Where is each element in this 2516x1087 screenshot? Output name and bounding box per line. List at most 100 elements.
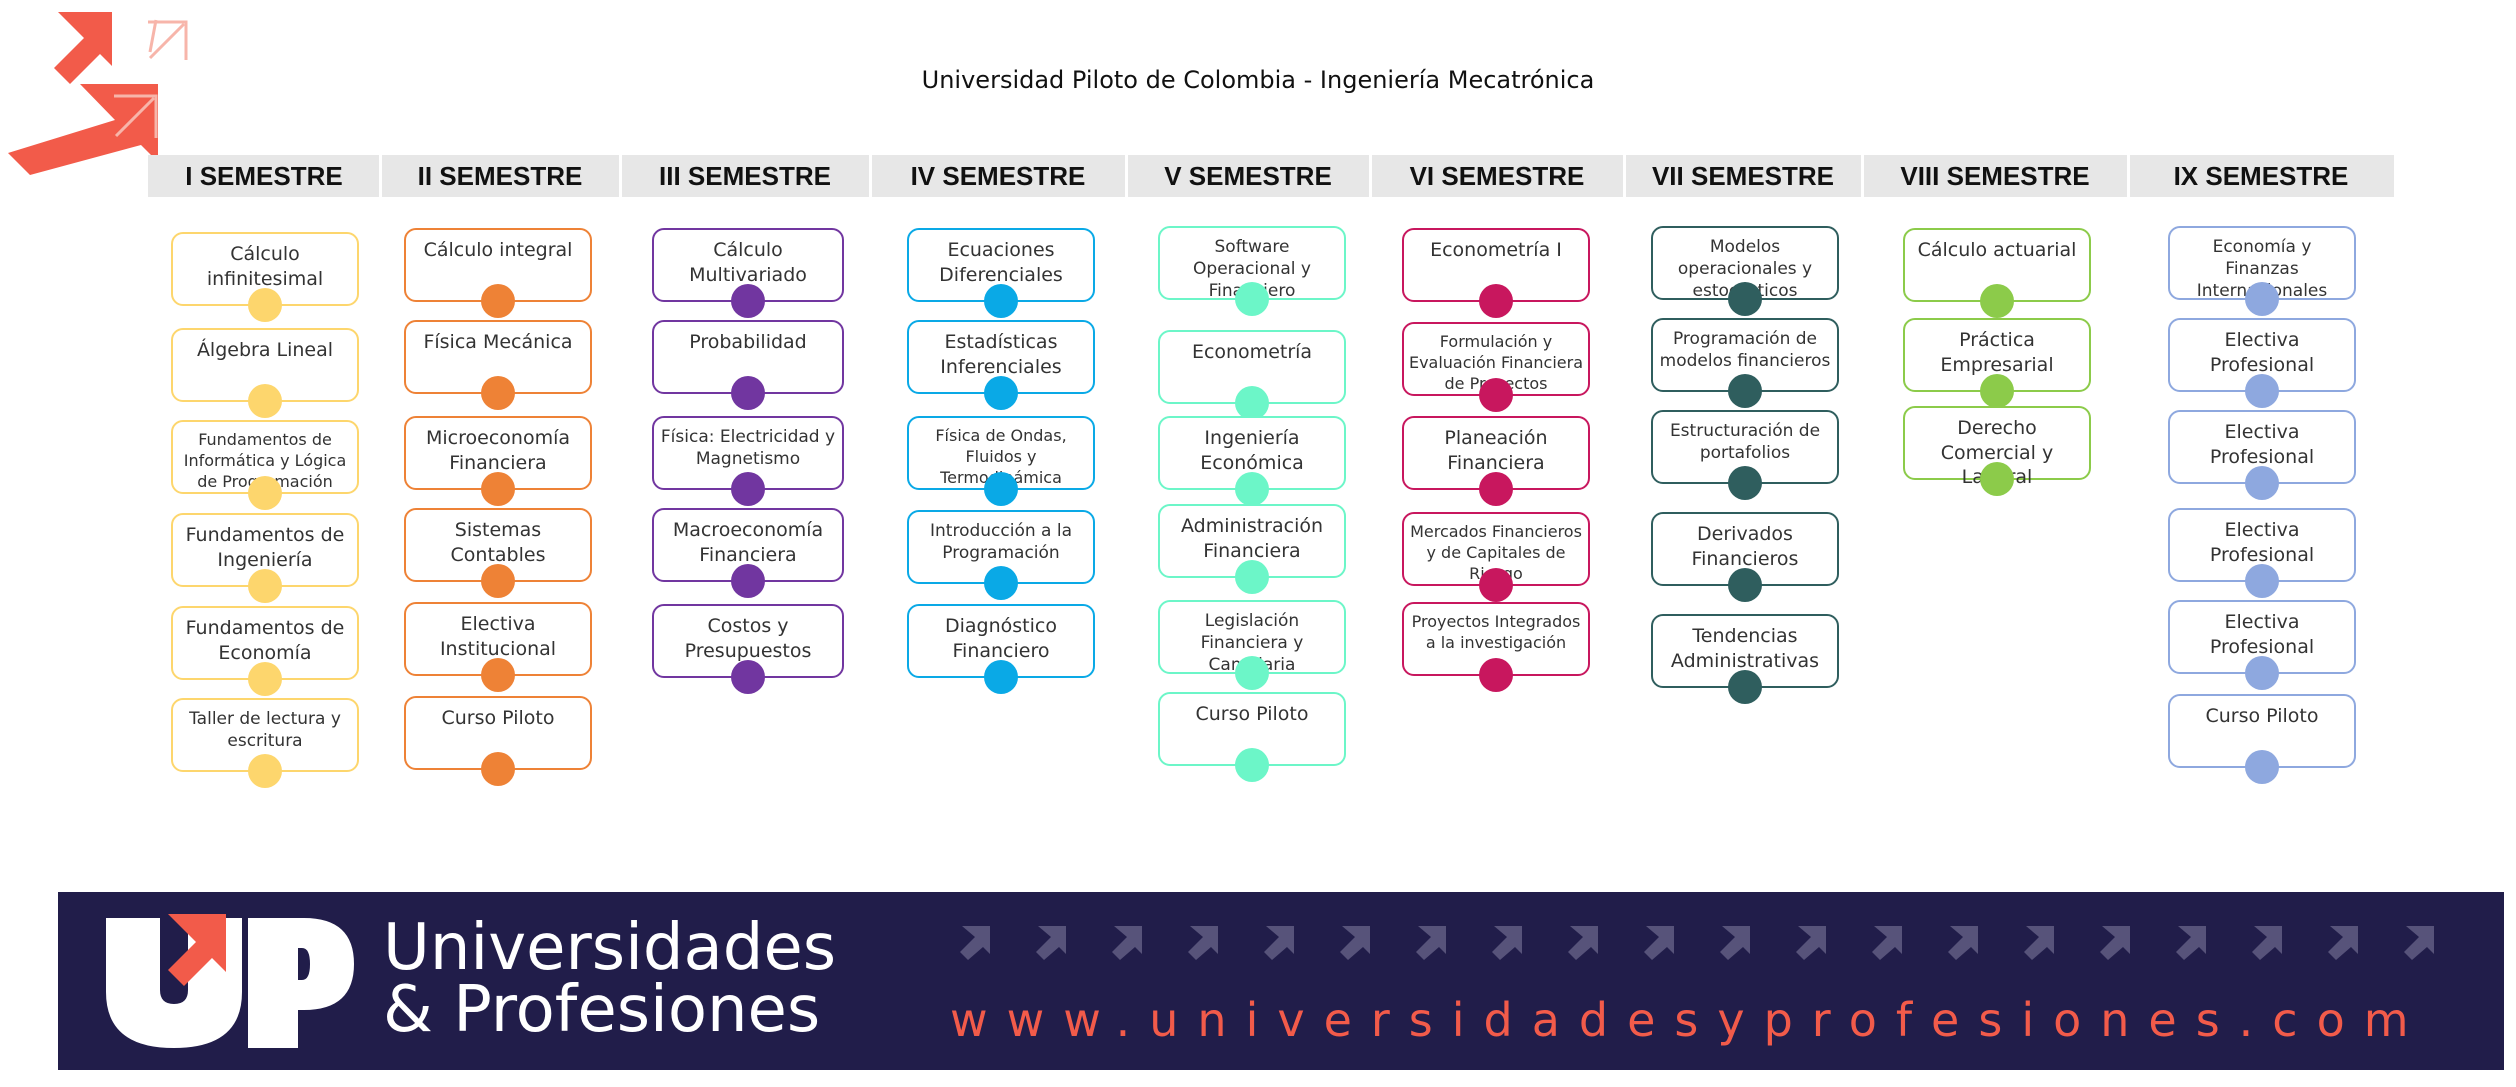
course-box: Taller de lectura y escritura [171, 698, 359, 788]
course-box: Costos y Presupuestos [652, 604, 844, 694]
course-connector-dot [481, 752, 515, 786]
semester-header: V SEMESTRE [1164, 161, 1332, 191]
course-name: Cálculo actuarial [1917, 239, 2077, 261]
brand-name-line2: & Profesiones [383, 973, 821, 1047]
course-box: Electiva Profesional [2168, 600, 2356, 690]
course-name: Electiva Profesional [2209, 611, 2315, 658]
course-box: Sistemas Contables [404, 508, 592, 598]
course-name: Cálculo integral [423, 239, 573, 261]
course-name: Curso Piloto [441, 707, 555, 729]
banner-arrow-icon [1340, 926, 1370, 960]
course-name: Electiva Profesional [2209, 519, 2315, 566]
course-name: Programación de modelos financieros [1659, 329, 1831, 372]
course-connector-dot [1235, 748, 1269, 782]
course-box: Curso Piloto [2168, 694, 2356, 784]
course-connector-dot [984, 660, 1018, 694]
course-name: Curso Piloto [2205, 705, 2319, 727]
course-box: Cálculo integral [404, 228, 592, 318]
course-connector-dot [984, 376, 1018, 410]
semester-header: VII SEMESTRE [1651, 161, 1835, 191]
banner-arrow-icon [1416, 926, 1446, 960]
header-divider [1369, 155, 1372, 197]
course-connector-dot [248, 476, 282, 510]
header-divider [2127, 155, 2130, 197]
course-connector-dot [248, 662, 282, 696]
course-name: Electiva Profesional [2209, 421, 2315, 468]
course-box: Fundamentos de Informática y Lógica de P… [171, 420, 359, 510]
course-connector-dot [1728, 282, 1762, 316]
banner-arrow-icon [1796, 926, 1826, 960]
course-connector-dot [984, 284, 1018, 318]
banner-arrow-icon [2024, 926, 2054, 960]
course-connector-dot [2245, 564, 2279, 598]
course-box: Electiva Profesional [2168, 508, 2356, 598]
course-name: Electiva Institucional [439, 613, 557, 660]
course-box: Legislación Financiera y Cambiaria [1158, 600, 1346, 690]
course-name: Introducción a la Programación [930, 521, 1072, 564]
course-connector-dot [1728, 466, 1762, 500]
course-connector-dot [2245, 656, 2279, 690]
course-name: Cálculo infinitesimal [206, 243, 324, 290]
course-name: Fundamentos de Economía [185, 617, 345, 664]
semester-header: III SEMESTRE [659, 161, 831, 191]
course-connector-dot [2245, 750, 2279, 784]
course-box: Microeconomía Financiera [404, 416, 592, 506]
semester-header: IV SEMESTRE [910, 161, 1086, 191]
course-box: Software Operacional y Financiero [1158, 226, 1346, 316]
course-connector-dot [2245, 374, 2279, 408]
course-name: Econometría I [1430, 239, 1562, 261]
course-connector-dot [481, 658, 515, 692]
course-box: Probabilidad [652, 320, 844, 410]
course-box: Administración Financiera [1158, 504, 1346, 594]
course-name: Mercados Financieros y de Capitales de R… [1410, 522, 1582, 583]
course-connector-dot [1235, 560, 1269, 594]
website-url[interactable]: www.universidadesyprofesiones.com [950, 993, 2428, 1047]
course-connector-dot [248, 384, 282, 418]
course-connector-dot [1235, 656, 1269, 690]
course-connector-dot [731, 564, 765, 598]
course-box: Electiva Profesional [2168, 410, 2356, 500]
course-box: Curso Piloto [1158, 692, 1346, 782]
course-name: Econometría [1191, 341, 1313, 363]
course-box: Física Mecánica [404, 320, 592, 410]
course-box: Fundamentos de Ingeniería [171, 513, 359, 603]
header-divider [1861, 155, 1864, 197]
course-box: Modelos operacionales y estocásticos [1651, 226, 1839, 316]
course-connector-dot [248, 288, 282, 322]
course-name: Planeación Financiera [1444, 427, 1548, 474]
course-connector-dot [731, 376, 765, 410]
course-box: Cálculo Multivariado [652, 228, 844, 318]
course-box: Cálculo actuarial [1903, 228, 2091, 318]
semester-header: II SEMESTRE [417, 161, 583, 191]
banner-arrow-icon [2100, 926, 2130, 960]
course-connector-dot [1980, 462, 2014, 496]
course-name: Modelos operacionales y estocásticos [1677, 237, 1813, 301]
course-box: Formulación y Evaluación Financiera de P… [1402, 322, 1590, 412]
course-connector-dot [248, 569, 282, 603]
course-name: Cálculo Multivariado [689, 239, 807, 286]
course-box: Fundamentos de Economía [171, 606, 359, 696]
course-name: Fundamentos de Ingeniería [185, 524, 345, 571]
course-box: Mercados Financieros y de Capitales de R… [1402, 512, 1590, 602]
banner-arrow-icon [1188, 926, 1218, 960]
semester-header-bar [148, 155, 2394, 197]
course-name: Física Mecánica [423, 331, 573, 353]
banner-arrow-icon [1948, 926, 1978, 960]
course-connector-dot [984, 472, 1018, 506]
course-box: Tendencias Administrativas [1651, 614, 1839, 704]
course-box: Proyectos Integrados a la investigación [1402, 602, 1590, 692]
brand-name-line1: Universidades [383, 911, 837, 985]
course-connector-dot [1479, 378, 1513, 412]
course-name: Práctica Empresarial [1940, 329, 2054, 376]
banner-arrow-icon [2328, 926, 2358, 960]
course-box: Estructuración de portafolios [1651, 410, 1839, 500]
course-name: Física: Electricidad y Magnetismo [660, 427, 836, 470]
course-name: Álgebra Lineal [196, 339, 334, 361]
banner-arrow-icon [1492, 926, 1522, 960]
course-box: Cálculo infinitesimal [171, 232, 359, 322]
course-box: Programación de modelos financieros [1651, 318, 1839, 408]
up-logo-icon [106, 914, 354, 1048]
course-box: Práctica Empresarial [1903, 318, 2091, 408]
semester-header: I SEMESTRE [185, 161, 343, 191]
course-name: Microeconomía Financiera [426, 427, 570, 474]
